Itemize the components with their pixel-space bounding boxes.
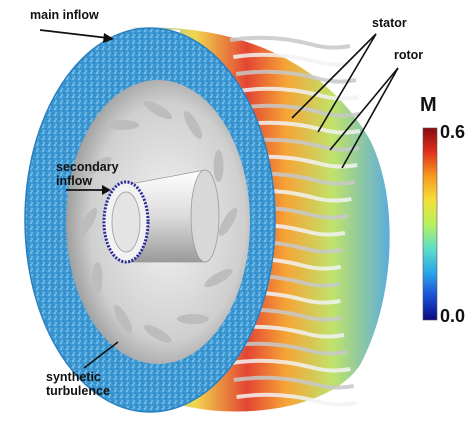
inner-blade (183, 110, 203, 140)
label-synthetic-line2: turbulence (46, 384, 110, 398)
inner-blade (143, 100, 173, 120)
blade-stripe (238, 86, 359, 101)
inner-blade (113, 304, 133, 334)
colorbar-min-label: 0.0 (440, 306, 466, 326)
inner-blade (204, 268, 233, 288)
blade-stripe (232, 52, 354, 67)
blade-stripe (236, 392, 357, 407)
blade-stripe (229, 35, 351, 50)
inner-blade (92, 262, 103, 294)
blade-stripe (226, 341, 348, 356)
inner-blade (177, 314, 209, 324)
label-main-inflow: main inflow (30, 8, 99, 22)
label-synthetic-line1: synthetic (46, 370, 101, 384)
main-inflow-arrow (39, 29, 114, 43)
inner-blades (78, 100, 238, 344)
label-rotor: rotor (394, 48, 424, 62)
label-secondary-line2: inflow (56, 174, 93, 188)
secondary-inflow-arrow (66, 185, 111, 195)
synthetic-turbulence-pointer (83, 341, 119, 369)
inner-blade (107, 120, 139, 130)
colorbar (422, 127, 438, 321)
blade-stripe (239, 103, 361, 118)
inner-blade (213, 150, 224, 182)
inner-blade (143, 324, 173, 344)
blade-stripe (235, 69, 357, 84)
rotor-pointer (329, 67, 399, 169)
label-stator: stator (372, 16, 407, 30)
label-secondary-line1: secondary (56, 160, 119, 174)
blade-stripe (230, 358, 351, 373)
blade-stripe (233, 375, 355, 390)
inner-blade (78, 207, 98, 237)
inner-blade (218, 207, 238, 237)
colorbar-title: M (420, 94, 437, 116)
stator-pointer (291, 33, 377, 133)
colorbar-max-label: 0.6 (440, 122, 466, 142)
inner-blade (83, 156, 112, 176)
